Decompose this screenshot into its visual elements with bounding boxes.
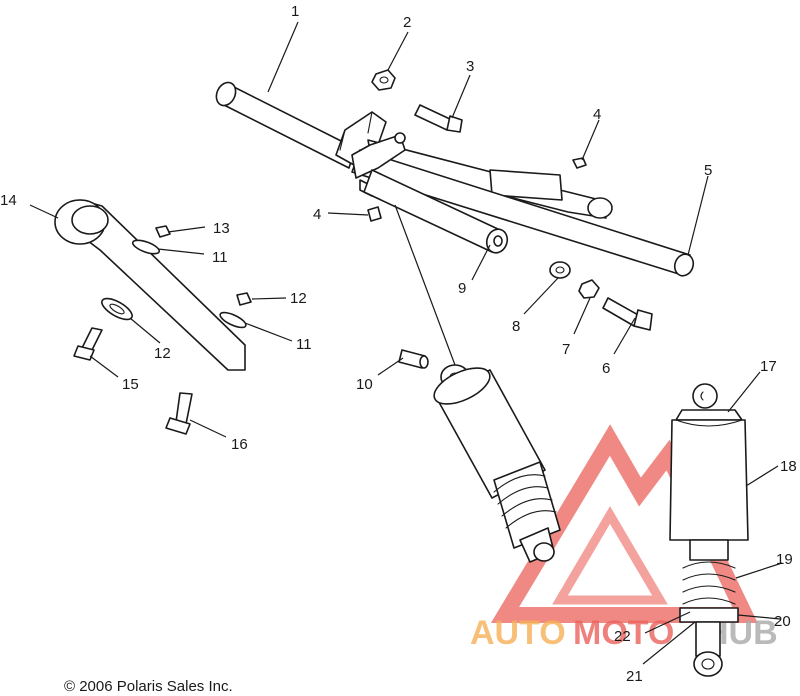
callout-21: 21 xyxy=(626,668,643,685)
part-3-bolt xyxy=(414,104,463,133)
part-11-washer-upper xyxy=(131,239,161,255)
callout-6: 6 xyxy=(602,360,610,377)
callout-16: 16 xyxy=(231,436,248,453)
part-8-washer xyxy=(549,261,571,279)
callout-17: 17 xyxy=(760,358,777,375)
part-4-nut-upper xyxy=(572,157,587,169)
callout-10: 10 xyxy=(356,376,373,393)
callout-12-upper: 12 xyxy=(290,290,307,307)
callout-1: 1 xyxy=(291,3,299,20)
part-10-bushing xyxy=(398,349,429,369)
part-12-washer-lower xyxy=(101,297,133,321)
part-9-arm-end xyxy=(363,169,509,254)
callout-2: 2 xyxy=(403,14,411,31)
callout-8: 8 xyxy=(512,318,520,335)
part-12-nut-upper xyxy=(236,292,252,306)
callout-5: 5 xyxy=(704,162,712,179)
copyright-notice: © 2006 Polaris Sales Inc. xyxy=(64,678,233,695)
watermark-moto: MOTO xyxy=(573,614,674,652)
part-7-nut xyxy=(578,279,600,299)
callout-3: 3 xyxy=(466,58,474,75)
callout-4-lower: 4 xyxy=(313,206,321,223)
rear-shock-absorber xyxy=(669,383,749,677)
part-14-swing-arm xyxy=(54,199,246,371)
callout-15: 15 xyxy=(122,376,139,393)
callout-4-upper: 4 xyxy=(593,106,601,123)
part-16-bolt xyxy=(165,392,193,435)
part-6-bolt xyxy=(602,297,653,331)
part-11-washer-lower xyxy=(219,311,247,329)
callout-19: 19 xyxy=(776,551,793,568)
front-shock-absorber xyxy=(433,364,561,563)
callout-9: 9 xyxy=(458,280,466,297)
leader-lines xyxy=(29,21,783,665)
callout-13: 13 xyxy=(213,220,230,237)
callout-labels: 1 2 3 4 4 5 6 7 8 9 10 11 11 12 12 13 14… xyxy=(0,3,797,685)
callout-20: 20 xyxy=(774,613,791,630)
part-13-nut xyxy=(155,225,171,238)
callout-22: 22 xyxy=(614,628,631,645)
callout-14: 14 xyxy=(0,192,17,209)
part-4-nut-lower xyxy=(367,206,382,222)
callout-18: 18 xyxy=(780,458,797,475)
callout-11-upper: 11 xyxy=(212,249,228,266)
part-2-nut xyxy=(371,69,396,91)
part-15-bolt xyxy=(73,327,103,361)
callout-7: 7 xyxy=(562,341,570,358)
callout-12-lower: 12 xyxy=(154,345,171,362)
callout-11-lower: 11 xyxy=(296,336,312,353)
watermark-auto: AUTO xyxy=(470,614,566,652)
